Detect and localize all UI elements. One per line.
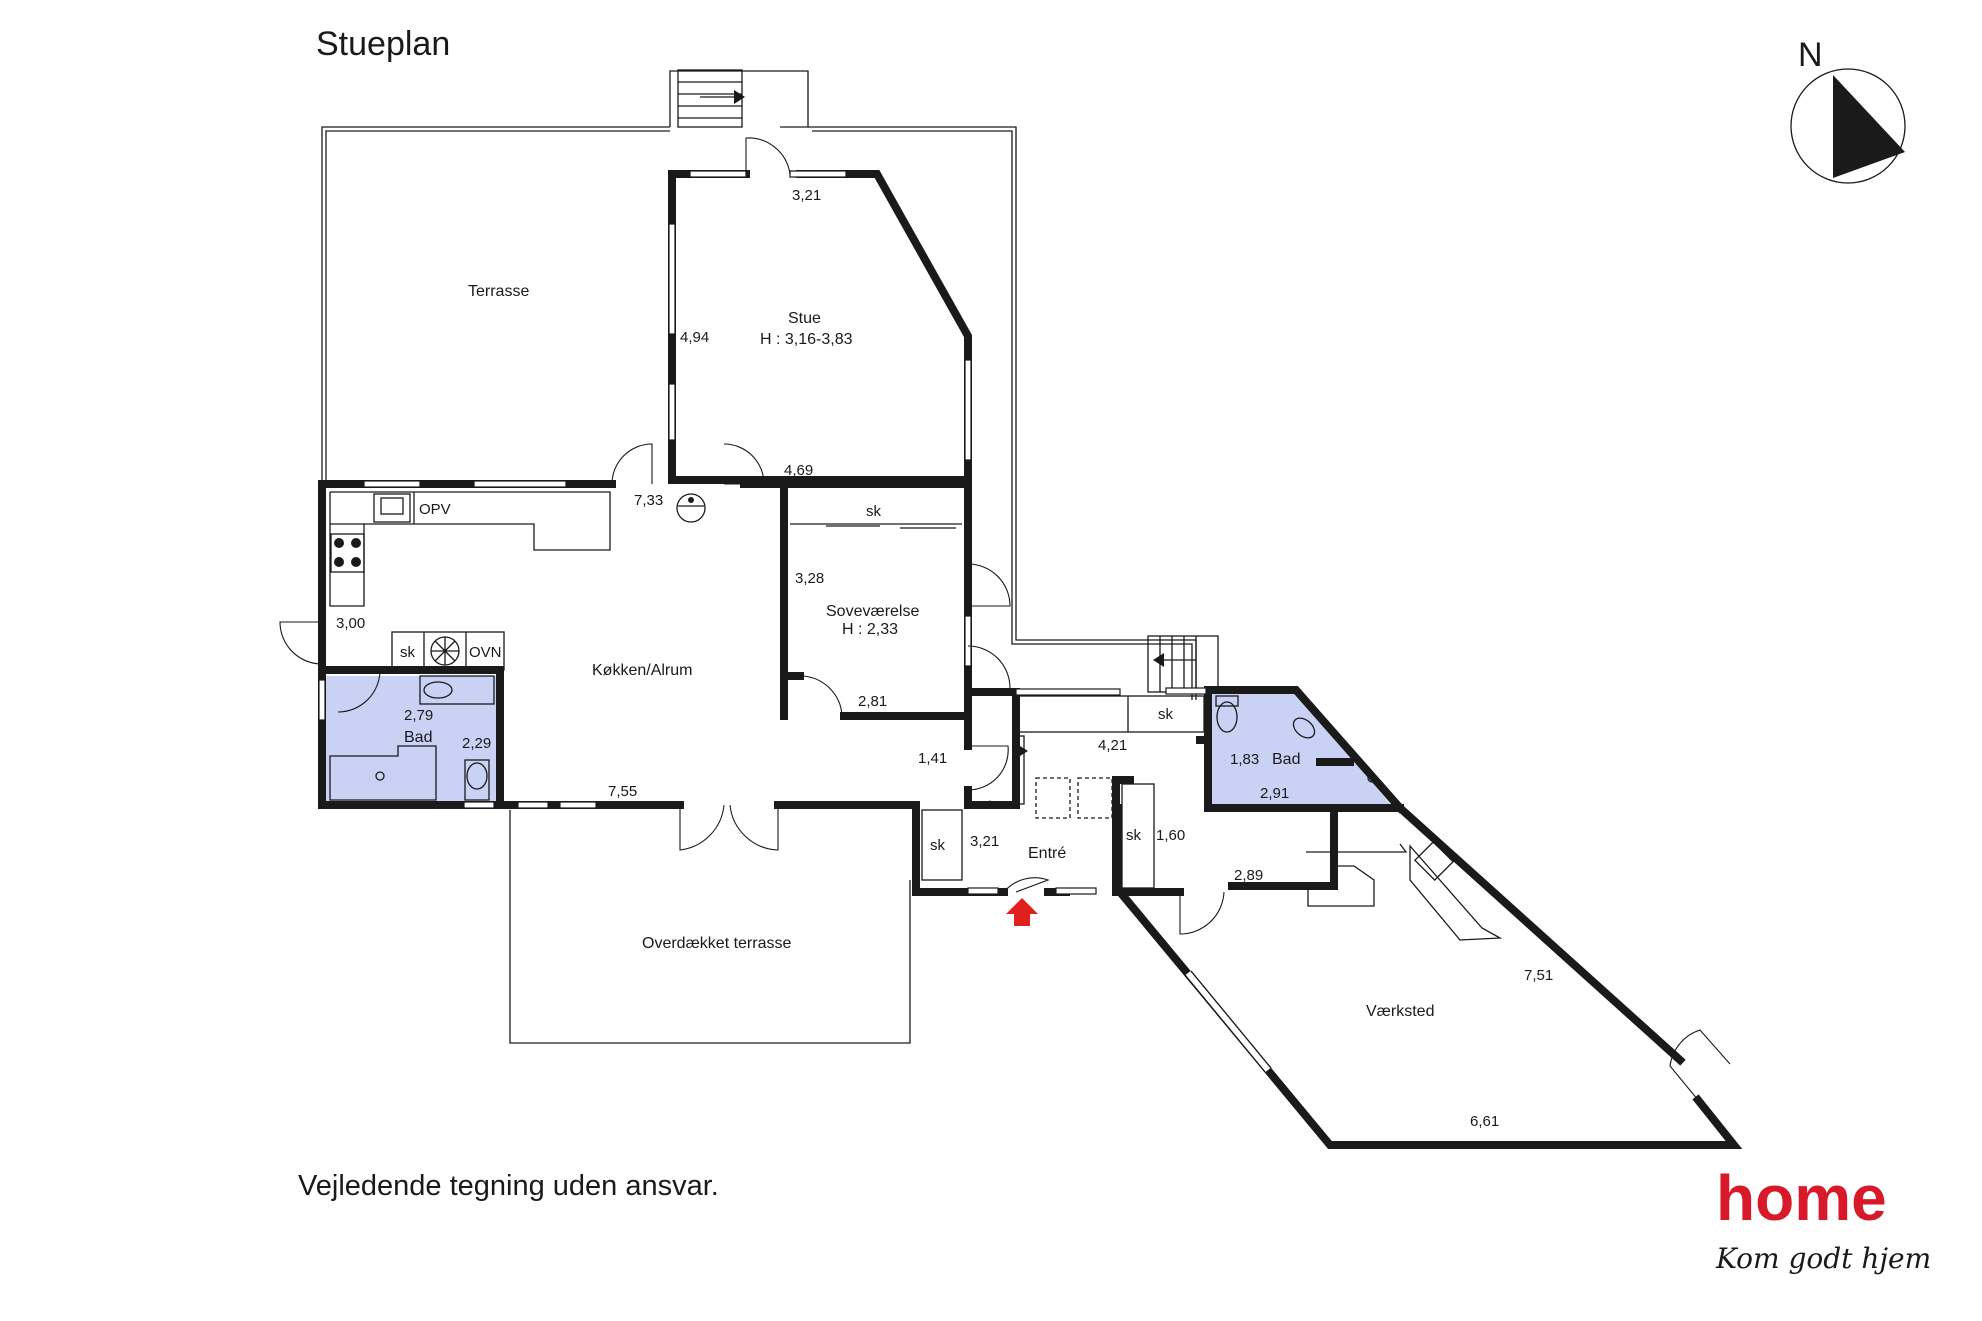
north-stair [677, 69, 745, 128]
brand-tagline: Kom godt hjem [1715, 1242, 1931, 1275]
walls [318, 170, 1743, 1149]
room-stue: Stue [788, 310, 821, 327]
brand-logo: home Kom godt hjem [1715, 1162, 1931, 1275]
fireplace-icon [676, 493, 706, 523]
ovn-label: OVN [469, 644, 502, 661]
compass-needle-icon [1833, 75, 1905, 178]
room-kokken: Køkken/Alrum [592, 662, 692, 679]
dim-bad1-side: 2,29 [462, 735, 491, 752]
dim-bad1-width: 2,79 [404, 707, 433, 724]
room-sovevaerelse: Soveværelse [826, 603, 919, 620]
dim-stue-bottom: 4,69 [784, 462, 813, 479]
dim-bad2-bottom: 2,91 [1260, 785, 1289, 802]
dim-vaerksted-bottom: 6,61 [1470, 1113, 1499, 1130]
bad2-floor [1212, 694, 1392, 806]
compass-circle-icon [1790, 68, 1906, 184]
dim-bedroom-side: 3,28 [795, 570, 824, 587]
brand-name: home [1716, 1162, 1887, 1234]
dim-kitchen-side: 3,00 [336, 615, 365, 632]
dimension-labels: 3,21 4,94 4,69 7,33 3,28 2,81 3,00 2,79 … [336, 187, 1553, 1130]
dim-bad2-side: 1,83 [1230, 751, 1259, 768]
doors [279, 137, 1731, 1101]
dim-closet-side: 1,60 [1156, 827, 1185, 844]
north-label: N [1798, 36, 1823, 74]
sk-closet-label: sk [1126, 827, 1142, 844]
room-bad2: Bad [1272, 751, 1300, 768]
entrance-arrow-icon [1006, 898, 1038, 926]
opv-label: OPV [419, 501, 451, 518]
bad1-floor [324, 676, 496, 806]
dim-alrum-top: 7,33 [634, 492, 663, 509]
disclaimer-text: Vejledende tegning uden ansvar. [298, 1170, 719, 1202]
room-vaerksted: Værksted [1366, 1003, 1434, 1020]
terrace-outlines [321, 69, 1219, 1044]
room-bad1: Bad [404, 729, 432, 746]
bad2-toilet-icon [1216, 701, 1238, 733]
sk-bedroom-label: sk [866, 503, 882, 520]
bad2-sink-icon [1292, 717, 1316, 739]
room-entre: Entré [1028, 845, 1066, 862]
north-compass: N [1790, 36, 1906, 184]
stove-icon [330, 533, 365, 573]
dim-stue-top: 3,21 [792, 187, 821, 204]
east-stair [1147, 635, 1219, 693]
dim-vaerksted-top: 2,89 [1234, 867, 1263, 884]
room-stue-height: H : 3,16-3,83 [760, 331, 853, 348]
room-sovevaerelse-height: H : 2,33 [842, 621, 898, 638]
plan-title: Stueplan [316, 25, 450, 63]
bad1-toilet-icon [466, 762, 488, 790]
room-labels: Terrasse Stue H : 3,16-3,83 Soveværelse … [404, 283, 1434, 1020]
sk-entre-label: sk [930, 837, 946, 854]
sk-hall-label: sk [1158, 706, 1174, 723]
workshop-sink-icon [1413, 840, 1455, 882]
sk-kitchen-label: sk [400, 644, 416, 661]
bathtub-icon [329, 745, 437, 801]
windows [318, 170, 1445, 1073]
dim-bedroom-bottom: 2,81 [858, 693, 887, 710]
hall-arrow-icon [985, 800, 995, 808]
dim-alrum-bottom: 7,55 [608, 783, 637, 800]
hall-arrow-2-icon [1020, 746, 1028, 756]
dim-hall-side: 1,41 [918, 750, 947, 767]
room-terrasse: Terrasse [468, 283, 529, 300]
kitchen-sink-icon [373, 493, 411, 523]
bad1-sink-icon [423, 681, 453, 699]
room-overdaekket: Overdækket terrasse [642, 935, 791, 952]
dim-hall-width: 4,21 [1098, 737, 1127, 754]
dim-entre-width: 3,21 [970, 833, 999, 850]
fixtures: OPV sk OVN sk sk [329, 491, 1503, 941]
dim-vaerksted-side: 7,51 [1524, 967, 1553, 984]
dim-stue-left: 4,94 [680, 329, 709, 346]
